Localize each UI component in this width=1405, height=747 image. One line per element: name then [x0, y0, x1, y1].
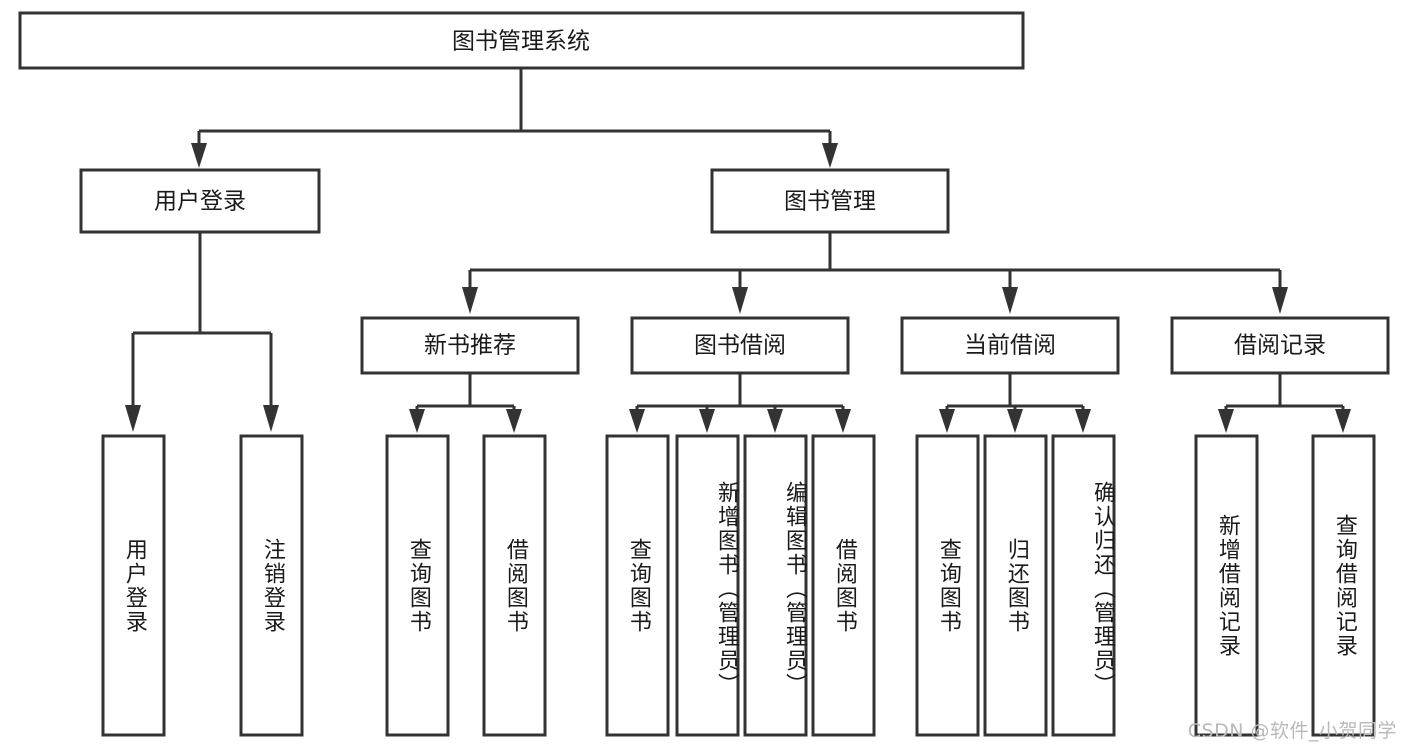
- leaf-box-add-book: [675, 434, 740, 737]
- user-login-label: 用户登录: [154, 189, 246, 215]
- leaf-box-query-book-3: [915, 434, 980, 737]
- leaf-box-add-record: [1194, 434, 1259, 737]
- leaf-box-user-login: [101, 434, 166, 737]
- arrow-to-leaf-query-book-2: [629, 409, 645, 433]
- connector-root-bus: [191, 68, 838, 168]
- arrow-to-leaf-query-book-1: [409, 409, 425, 433]
- node-book-manage: 图书管理: [710, 168, 950, 234]
- leaf-box-confirm-return: [1051, 434, 1116, 737]
- current-borrow-box: [900, 316, 1120, 375]
- arrow-to-user-login: [191, 143, 207, 168]
- leaf-box-query-record: [1311, 434, 1376, 737]
- arrow-to-leaf-add-book: [699, 409, 715, 433]
- arrow-to-leaf-query-book-3: [939, 409, 955, 433]
- arrow-to-leaf-logout: [263, 405, 279, 432]
- arrow-to-book-manage: [822, 143, 838, 168]
- root-label: 图书管理系统: [452, 29, 590, 55]
- connector-current-borrow-leaves: [939, 373, 1091, 433]
- arrow-to-leaf-borrow-book-2: [835, 409, 851, 433]
- leaf-box-query-book-2: [605, 434, 670, 737]
- arrow-to-leaf-user-login: [125, 405, 141, 432]
- current-borrow-label: 当前借阅: [964, 333, 1056, 359]
- node-book-borrow: 图书借阅: [630, 316, 850, 375]
- node-borrow-records: 借阅记录: [1170, 316, 1390, 375]
- book-manage-label: 图书管理: [784, 189, 876, 215]
- connector-book-borrow-leaves: [629, 373, 851, 433]
- connector-new-book-leaves: [409, 373, 522, 433]
- connector-borrow-records-leaves: [1218, 373, 1351, 433]
- arrow-to-book-borrow: [732, 287, 748, 314]
- arrow-to-leaf-query-record: [1335, 409, 1351, 433]
- new-book-recommend-box: [360, 316, 580, 375]
- borrow-records-label: 借阅记录: [1234, 333, 1326, 359]
- connector-user-login-leaves: [125, 232, 279, 432]
- node-new-book-recommend: 新书推荐: [360, 316, 580, 375]
- arrow-to-leaf-confirm-return: [1075, 409, 1091, 433]
- arrow-to-leaf-edit-book: [767, 409, 783, 433]
- connector-book-manage-bus: [462, 232, 1288, 314]
- leaf-box-borrow-book-2: [811, 434, 876, 737]
- node-user-login: 用户登录: [79, 168, 321, 234]
- node-current-borrow: 当前借阅: [900, 316, 1120, 375]
- leaf-box-return-book: [983, 434, 1048, 737]
- leaf-box-borrow-book-1: [482, 434, 547, 737]
- leaf-box-query-book-1: [385, 434, 450, 737]
- arrow-to-leaf-return-book: [1007, 409, 1023, 433]
- arrow-to-new-book: [462, 287, 478, 314]
- arrow-to-current-borrow: [1002, 287, 1018, 314]
- book-borrow-label: 图书借阅: [694, 333, 786, 359]
- arrow-to-leaf-add-record: [1218, 409, 1234, 433]
- arrow-to-borrow-records: [1272, 287, 1288, 314]
- leaf-box-logout: [239, 434, 304, 737]
- leaf-box-edit-book: [743, 434, 808, 737]
- csdn-watermark: CSDN @软件_小贺同学: [1187, 720, 1397, 742]
- new-book-recommend-label: 新书推荐: [424, 333, 516, 359]
- arrow-to-leaf-borrow-book-1: [506, 409, 522, 433]
- user-login-box: [79, 168, 321, 234]
- node-root: 图书管理系统: [18, 11, 1025, 70]
- root-box: [18, 11, 1025, 70]
